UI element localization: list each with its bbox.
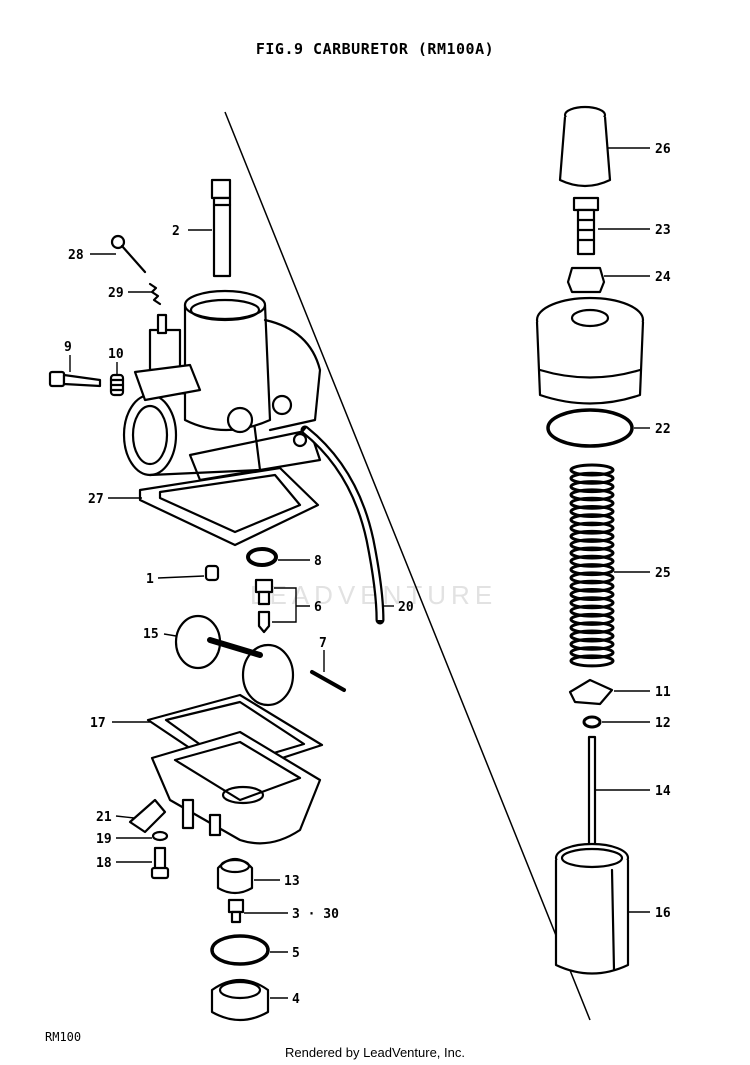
callout-4: 4 bbox=[292, 992, 300, 1007]
spring-coil bbox=[569, 496, 615, 510]
mixing-chamber-top bbox=[535, 296, 645, 405]
part-18-screw bbox=[150, 846, 170, 880]
callout-5: 5 bbox=[292, 946, 300, 961]
callout-26: 26 bbox=[655, 142, 671, 157]
part-20-hose-inner bbox=[303, 428, 383, 621]
spring-coil bbox=[569, 654, 615, 668]
part-19-washer bbox=[151, 830, 169, 842]
callout-7: 7 bbox=[319, 636, 327, 651]
spring-coil bbox=[569, 596, 615, 610]
part-14-needle bbox=[587, 735, 597, 859]
callout-3-30: 3 · 30 bbox=[292, 907, 339, 922]
part-2-adjuster bbox=[210, 178, 232, 278]
spring-coil bbox=[569, 563, 615, 577]
part-4-plug bbox=[210, 979, 270, 1022]
part-7-pin bbox=[310, 670, 346, 692]
spring-coil bbox=[569, 521, 615, 535]
callout-15: 15 bbox=[143, 627, 159, 642]
callout-24: 24 bbox=[655, 270, 671, 285]
callout-13: 13 bbox=[284, 874, 300, 889]
part-8-o-ring bbox=[246, 547, 278, 567]
part-1-jet bbox=[204, 564, 220, 582]
callout-12: 12 bbox=[655, 716, 671, 731]
spring-coil bbox=[569, 579, 615, 593]
part-9-screw bbox=[48, 370, 102, 388]
part-23-bolt bbox=[572, 196, 600, 256]
spring-coil bbox=[569, 529, 615, 543]
spring-coil bbox=[569, 463, 615, 477]
model-label: RM100 bbox=[45, 1030, 82, 1044]
callout-22: 22 bbox=[655, 422, 671, 437]
spring-coil bbox=[569, 505, 615, 518]
spring-coil bbox=[569, 480, 615, 494]
callout-28: 28 bbox=[68, 248, 84, 263]
part-27-gasket bbox=[138, 466, 320, 547]
part-5-o-ring bbox=[210, 934, 270, 966]
spring-coil bbox=[569, 646, 615, 660]
figure-title: FIG.9 CARBURETOR (RM100A) bbox=[255, 40, 495, 58]
spring-coil bbox=[569, 571, 615, 585]
part-20-hose bbox=[300, 425, 385, 625]
part-28-screw bbox=[110, 234, 147, 274]
part-6-needle-valve bbox=[254, 578, 274, 634]
part-3-main-jet bbox=[227, 898, 245, 924]
footer-credit: Rendered by LeadVenture, Inc. bbox=[285, 1045, 465, 1060]
callout-25: 25 bbox=[655, 566, 671, 581]
callout-27: 27 bbox=[88, 492, 104, 507]
callout-23: 23 bbox=[655, 223, 671, 238]
callout-16: 16 bbox=[655, 906, 671, 921]
callouts: 2 28 29 9 10 27 8 1 6 20 15 7 17 bbox=[64, 142, 671, 1007]
watermark: LEADVENTURE bbox=[250, 580, 498, 610]
part-24-nut bbox=[566, 266, 606, 294]
spring-coil bbox=[569, 538, 615, 552]
spring-coil bbox=[569, 629, 615, 643]
part-12-clip bbox=[582, 715, 602, 729]
callout-20: 20 bbox=[398, 600, 414, 615]
part-10-spring bbox=[109, 373, 125, 397]
spring-coil bbox=[569, 637, 615, 651]
part-25-spring bbox=[569, 463, 615, 668]
callout-21: 21 bbox=[96, 810, 112, 825]
spring-coil bbox=[569, 513, 615, 527]
spring-coil bbox=[569, 588, 615, 601]
part-15-float bbox=[174, 614, 295, 707]
part-21-bracket bbox=[128, 798, 167, 834]
callout-8: 8 bbox=[314, 554, 322, 569]
carburetor-body bbox=[122, 289, 322, 487]
spring-coil bbox=[569, 554, 615, 568]
spring-coil bbox=[569, 621, 615, 635]
part-22-o-ring bbox=[546, 408, 634, 448]
float-bowl bbox=[150, 730, 322, 845]
callout-6: 6 bbox=[314, 600, 322, 615]
spring-coil bbox=[569, 612, 615, 626]
callout-29: 29 bbox=[108, 286, 124, 301]
part-29-spring bbox=[148, 282, 162, 306]
callout-18: 18 bbox=[96, 856, 112, 871]
callout-2: 2 bbox=[172, 224, 180, 239]
callout-9: 9 bbox=[64, 340, 72, 355]
callout-11: 11 bbox=[655, 685, 671, 700]
callout-1: 1 bbox=[146, 572, 154, 587]
part-16-throttle-valve bbox=[554, 842, 630, 975]
part-13-jet-holder bbox=[216, 857, 254, 895]
part-26-cap bbox=[558, 105, 612, 188]
part-11-retainer bbox=[568, 678, 614, 706]
spring-coil bbox=[569, 604, 615, 618]
spring-coil bbox=[569, 546, 615, 560]
assembly-axis-line bbox=[224, 111, 591, 1021]
callout-14: 14 bbox=[655, 784, 671, 799]
callout-17: 17 bbox=[90, 716, 106, 731]
spring-coil bbox=[569, 471, 615, 485]
callout-10: 10 bbox=[108, 347, 124, 362]
spring-coil bbox=[569, 488, 615, 502]
callout-19: 19 bbox=[96, 832, 112, 847]
